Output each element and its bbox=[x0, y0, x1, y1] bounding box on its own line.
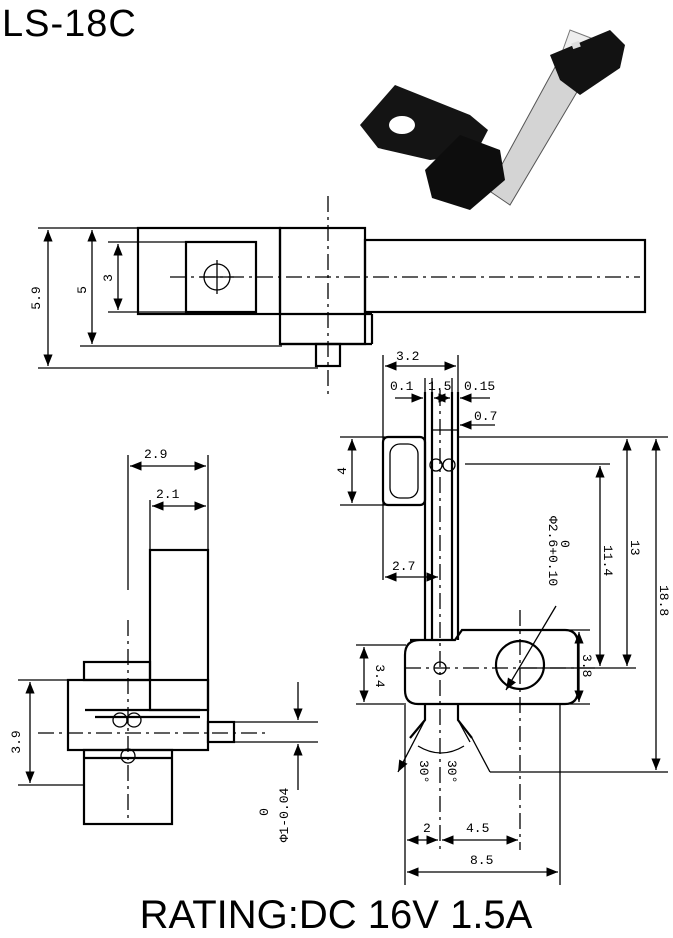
dim-2-1: 2.1 bbox=[156, 487, 180, 502]
product-photo bbox=[360, 29, 625, 210]
dim-0-15: 0.15 bbox=[464, 379, 495, 394]
side-view: 2.9 2.1 3.9 0 Φ1-0.04 bbox=[9, 447, 318, 842]
dim-2: 2 bbox=[423, 821, 431, 836]
dim-4-5: 4.5 bbox=[466, 821, 489, 836]
dim-1-5: 1.5 bbox=[428, 379, 451, 394]
dim-phi-2-6: Φ2.6+0.10 bbox=[545, 516, 560, 586]
front-view: 3.2 0.1 1.5 0.15 0.7 4 2.7 0 Φ2.6+0.10 1… bbox=[335, 349, 671, 885]
angle-30-right: 30° bbox=[444, 760, 459, 783]
dim-5-9: 5.9 bbox=[29, 286, 44, 309]
dim-4: 4 bbox=[335, 467, 350, 475]
dim-2-7: 2.7 bbox=[392, 559, 415, 574]
rating-text: RATING:DC 16V 1.5A bbox=[140, 893, 533, 937]
dim-3-2: 3.2 bbox=[396, 349, 419, 364]
dim-3-8: 3.8 bbox=[579, 654, 594, 677]
dim-8-5: 8.5 bbox=[470, 853, 493, 868]
dim-3-4: 3.4 bbox=[372, 664, 387, 688]
dim-0-1: 0.1 bbox=[390, 379, 414, 394]
dim-18-8: 18.8 bbox=[656, 585, 671, 616]
top-view: 5.9 5 3 bbox=[29, 196, 647, 396]
dim-3-9: 3.9 bbox=[9, 730, 24, 753]
dim-0-7: 0.7 bbox=[474, 409, 497, 424]
dim-2-9: 2.9 bbox=[144, 447, 167, 462]
dim-13: 13 bbox=[627, 540, 642, 556]
dim-phi1: Φ1-0.04 bbox=[277, 787, 292, 842]
dim-3: 3 bbox=[101, 274, 116, 282]
dim-5: 5 bbox=[75, 286, 90, 294]
dim-11-4: 11.4 bbox=[600, 545, 615, 576]
dim-tol-0-front: 0 bbox=[557, 540, 572, 548]
model-title: LS-18C bbox=[2, 3, 137, 45]
angle-30-left: 30° bbox=[416, 760, 431, 783]
dim-tol-0: 0 bbox=[257, 808, 272, 816]
